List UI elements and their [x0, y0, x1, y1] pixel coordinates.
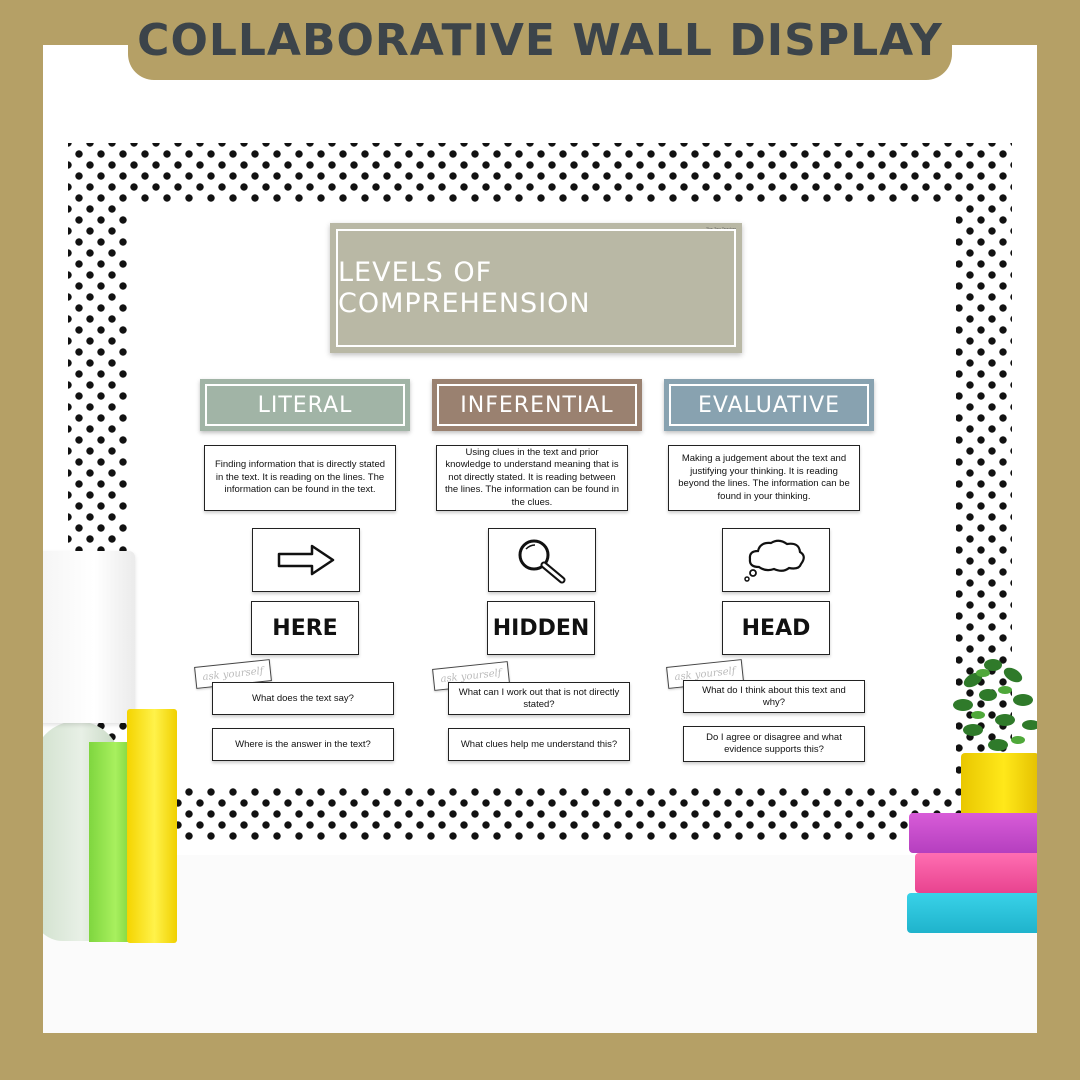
desk-surface [43, 855, 1037, 1033]
arrow-right-icon [277, 544, 335, 576]
header-title: COLLABORATIVE WALL DISPLAY [137, 14, 943, 66]
category-frame: INFERENTIAL [437, 384, 637, 426]
keyword-card-evaluative: HEAD [722, 601, 830, 655]
board-title: LEVELS OF COMPREHENSION [338, 257, 591, 319]
category-label: INFERENTIAL [460, 392, 614, 418]
display-photo: The Zen Teacher LEVELS OF COMPREHENSION … [43, 45, 1037, 1033]
category-card-evaluative: EVALUATIVE [664, 379, 874, 431]
question-card: What does the text say? [212, 682, 394, 715]
pink-book [915, 853, 1037, 893]
magnifying-glass-icon [518, 539, 566, 584]
icon-card-evaluative [722, 528, 830, 592]
category-frame: LITERAL [205, 384, 405, 426]
question-card: What can I work out that is not directly… [448, 682, 630, 715]
description-card-evaluative: Making a judgement about the text and ju… [668, 445, 860, 511]
category-label: EVALUATIVE [697, 392, 841, 418]
lamp-shade [43, 551, 135, 723]
header-banner: COLLABORATIVE WALL DISPLAY [128, 0, 952, 80]
category-card-inferential: INFERENTIAL [432, 379, 642, 431]
purple-book [909, 813, 1037, 853]
category-card-literal: LITERAL [200, 379, 410, 431]
keyword-card-literal: HERE [251, 601, 359, 655]
icon-card-literal [252, 528, 360, 592]
keyword-card-inferential: HIDDEN [487, 601, 595, 655]
question-card: What clues help me understand this? [448, 728, 630, 761]
title-card: The Zen Teacher LEVELS OF COMPREHENSION [330, 223, 742, 353]
question-card: Where is the answer in the text? [212, 728, 394, 761]
category-frame: EVALUATIVE [669, 384, 869, 426]
icon-card-inferential [488, 528, 596, 592]
plant-leaves-icon [953, 659, 1037, 751]
thought-cloud-icon [744, 539, 805, 582]
question-card: Do I agree or disagree and what evidence… [683, 726, 865, 762]
description-card-inferential: Using clues in the text and prior knowle… [436, 445, 628, 511]
category-label: LITERAL [257, 392, 353, 418]
teal-book [907, 893, 1037, 933]
yellow-book [127, 709, 177, 943]
green-book [89, 742, 133, 942]
question-card: What do I think about this text and why? [683, 680, 865, 713]
title-card-credit: The Zen Teacher [705, 226, 736, 231]
title-card-frame: LEVELS OF COMPREHENSION [336, 229, 736, 347]
description-card-literal: Finding information that is directly sta… [204, 445, 396, 511]
